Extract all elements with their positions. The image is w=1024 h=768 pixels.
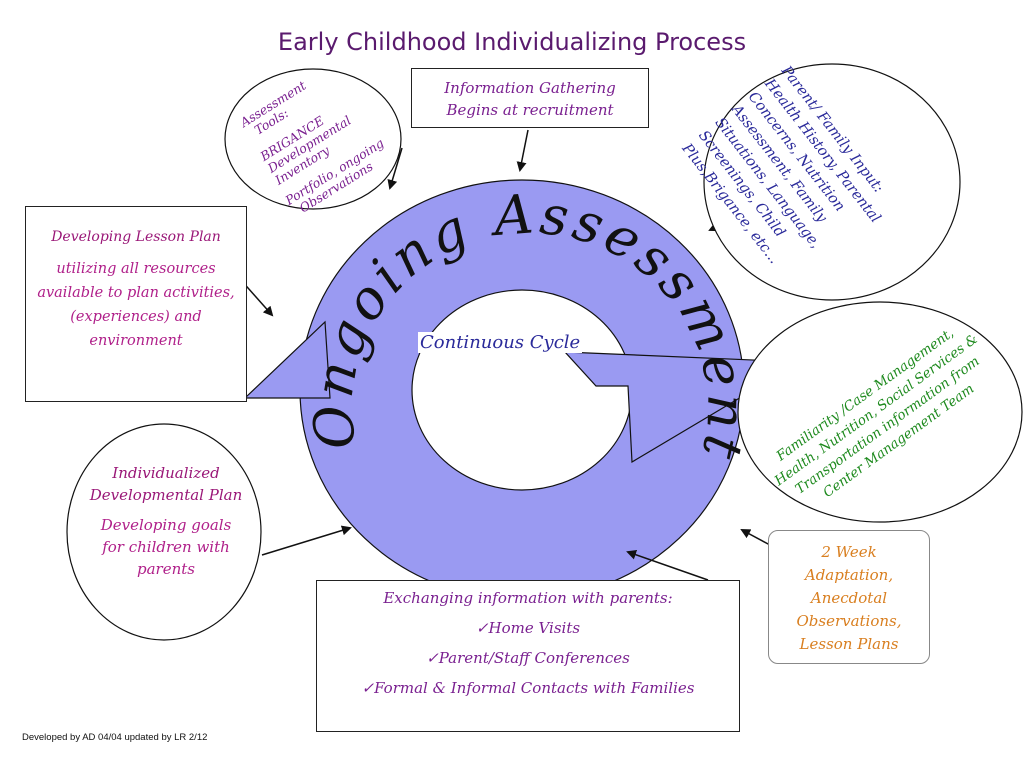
lesson-plan-box: Developing Lesson Plan utilizing all res…	[25, 206, 247, 402]
arrow-info	[516, 129, 529, 172]
left-arrowhead	[243, 320, 331, 399]
footer-credit: Developed by AD 04/04 updated by LR 2/12	[22, 732, 208, 743]
parent-input-oval	[703, 63, 961, 301]
arrow-exchanging	[626, 549, 709, 581]
idp-body: Developing goals for children with paren…	[100, 516, 232, 578]
idp-oval	[66, 423, 262, 641]
page-title: Early Childhood Individualizing Process	[277, 28, 747, 56]
exchanging-box: Exchanging information with parents: ✓Ho…	[316, 580, 740, 732]
exchanging-item: ✓Formal & Informal Contacts with Familie…	[361, 679, 695, 697]
exchanging-item: ✓Home Visits	[475, 619, 581, 637]
familiarity-oval	[737, 301, 1023, 523]
information-gathering-box: Information Gathering Begins at recruitm…	[411, 68, 649, 128]
arrow-idp	[261, 525, 352, 556]
idp-text: Individualized Developmental Plan Develo…	[82, 462, 250, 580]
assessment-tools-oval	[224, 68, 402, 210]
arrow-adaptation	[740, 529, 771, 546]
exchanging-item: ✓Parent/Staff Conferences	[426, 649, 630, 667]
adaptation-box: 2 Week Adaptation, Anecdotal Observation…	[768, 530, 930, 664]
lesson-plan-heading: Developing Lesson Plan	[51, 229, 221, 245]
exchanging-heading: Exchanging information with parents:	[383, 589, 673, 607]
continuous-cycle-label: Continuous Cycle	[418, 332, 583, 353]
lesson-plan-body: utilizing all resources available to pla…	[37, 261, 235, 349]
arrow-tools	[387, 147, 403, 190]
idp-heading: Individualized Developmental Plan	[89, 464, 243, 504]
